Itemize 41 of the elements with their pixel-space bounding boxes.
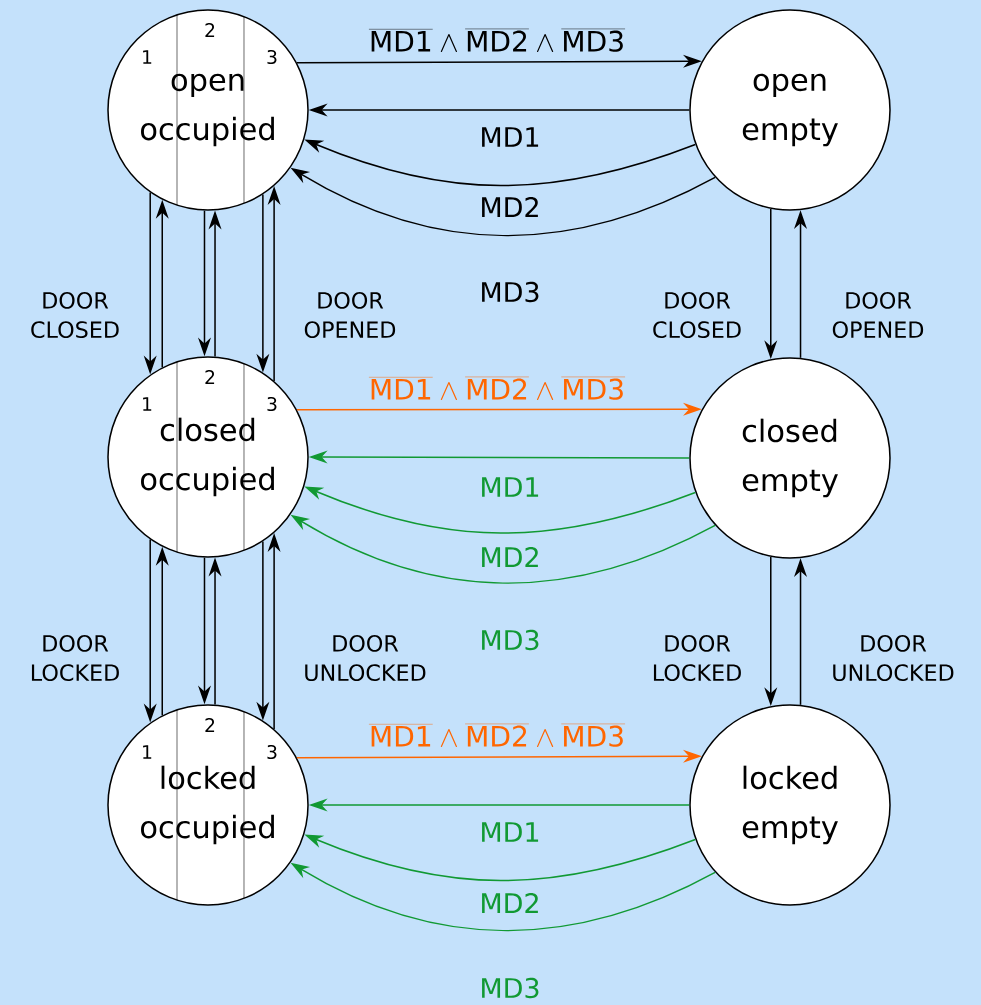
edge-label: DOOR UNLOCKED bbox=[305, 634, 426, 682]
edge-label: DOOR LOCKED bbox=[31, 634, 119, 682]
section-number: 2 bbox=[205, 23, 215, 37]
state-label: closed occupied bbox=[141, 417, 274, 497]
section-number: 1 bbox=[143, 50, 152, 64]
state-label: locked empty bbox=[742, 765, 838, 845]
edge-label: DOOR LOCKED bbox=[653, 634, 741, 682]
edge-label: MD1 bbox=[482, 127, 539, 147]
edge-label: MD3 bbox=[482, 977, 539, 999]
edge-label: DOOR OPENED bbox=[832, 291, 924, 339]
state-label: locked occupied bbox=[141, 765, 274, 845]
edge-label: DOOR CLOSED bbox=[653, 291, 741, 339]
state-circle bbox=[107, 356, 309, 558]
edge-label: MD2 bbox=[482, 893, 538, 913]
state-label: open empty bbox=[742, 73, 838, 147]
edge-label: MD2 bbox=[482, 547, 538, 567]
edge-label: MD1 bbox=[482, 477, 539, 497]
edge-label: $\overline{\mathrm{MD1}}\wedge\overline{\mathrm{MD2}}\wedge\overline{\mathrm{MD3}}$ bbox=[368, 376, 626, 401]
edge-label: DOOR CLOSED bbox=[31, 291, 119, 339]
state-circle bbox=[107, 704, 309, 906]
state-circle bbox=[107, 9, 309, 211]
section-number: 3 bbox=[267, 744, 277, 760]
edge-label: MD3 bbox=[482, 281, 539, 303]
section-number: 2 bbox=[205, 718, 215, 732]
section-number: 1 bbox=[143, 745, 152, 759]
edge-label: $\overline{\mathrm{MD1}}\wedge\overline{\mathrm{MD2}}\wedge\overline{\mathrm{MD3}}$ bbox=[368, 28, 626, 53]
state-label: open occupied bbox=[141, 73, 274, 147]
section-number: 2 bbox=[205, 370, 215, 384]
section-number: 3 bbox=[267, 396, 277, 412]
section-number: 3 bbox=[267, 49, 277, 65]
edge-label: DOOR UNLOCKED bbox=[833, 634, 954, 682]
state-label: closed empty bbox=[742, 418, 838, 498]
edge-label: MD2 bbox=[482, 197, 538, 217]
edge-label: MD3 bbox=[482, 629, 539, 651]
edge-label: MD1 bbox=[482, 822, 539, 842]
state-circle bbox=[689, 357, 891, 559]
state-circle bbox=[689, 704, 891, 906]
edge-label: $\overline{\mathrm{MD1}}\wedge\overline{\mathrm{MD2}}\wedge\overline{\mathrm{MD3}}$ bbox=[368, 723, 626, 748]
state-circle bbox=[689, 9, 891, 211]
section-number: 1 bbox=[143, 397, 152, 411]
edge-label: DOOR OPENED bbox=[304, 291, 396, 339]
